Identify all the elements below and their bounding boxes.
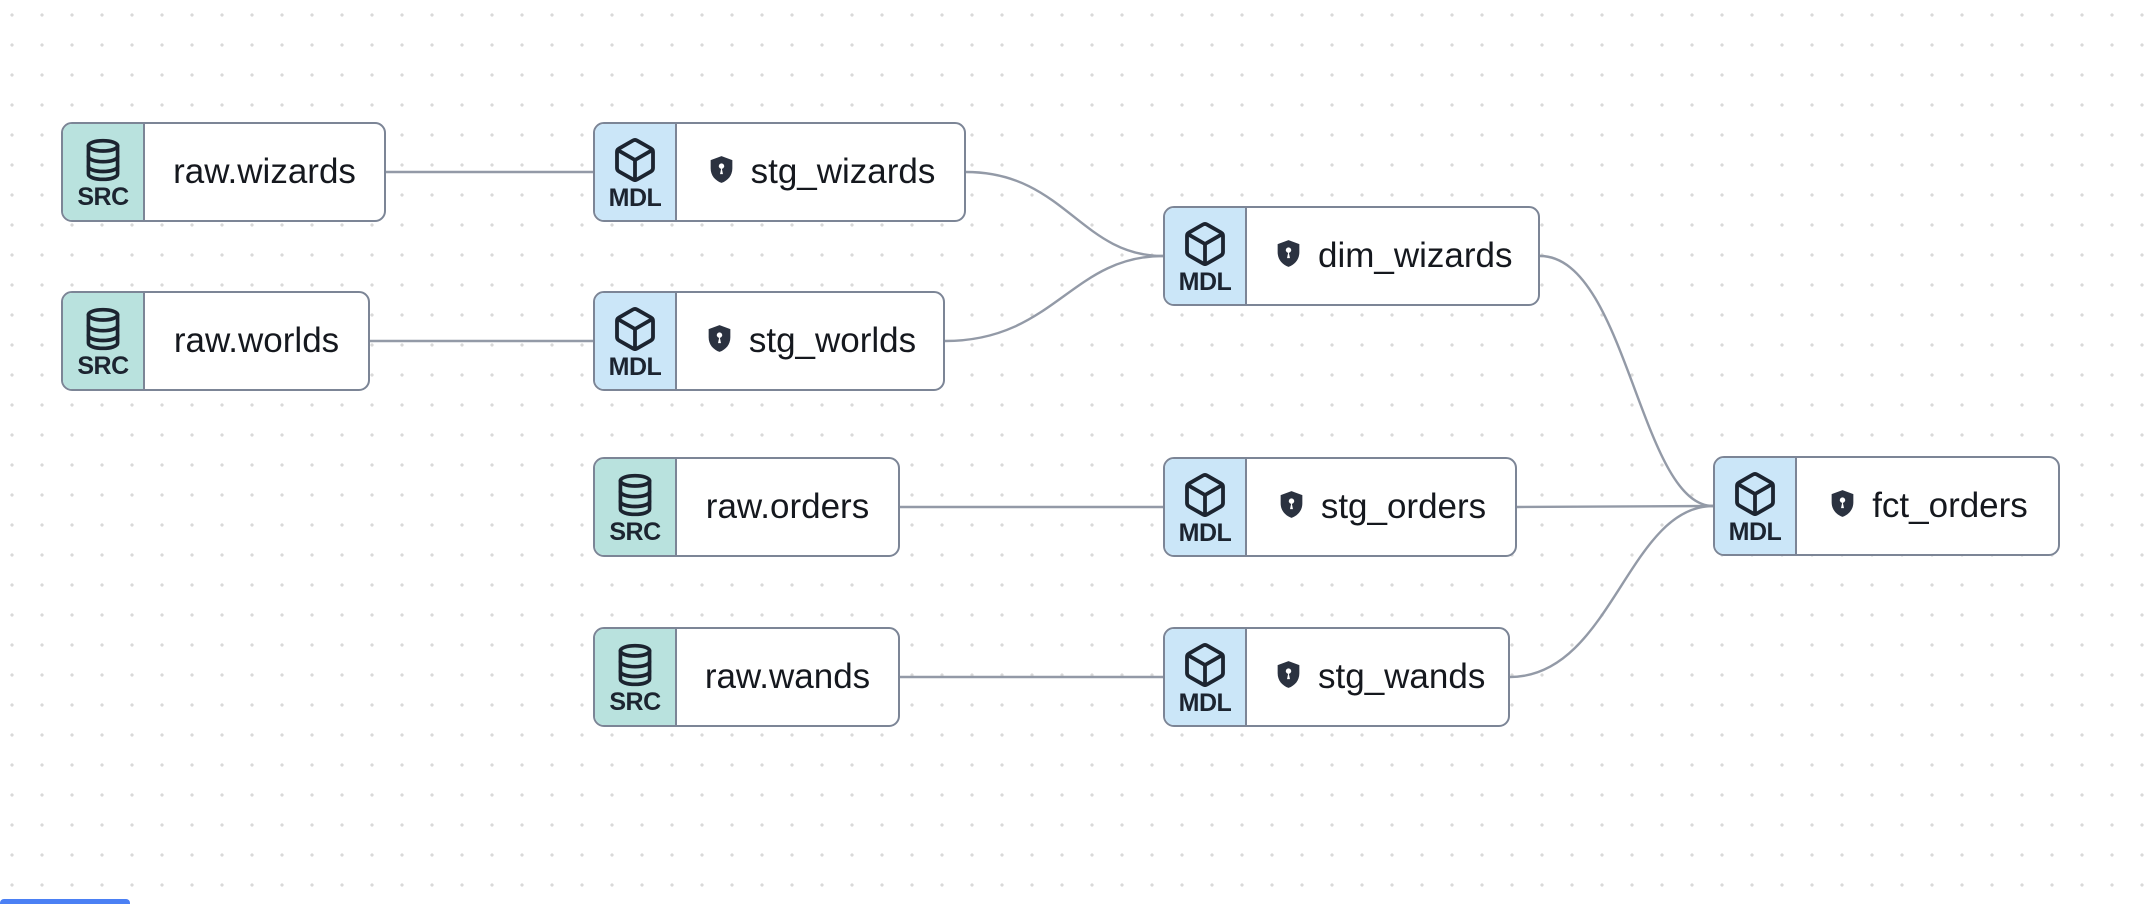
shield-lock-icon [706, 154, 737, 190]
node-title: stg_orders [1320, 487, 1487, 526]
node-title: fct_orders [1872, 486, 2028, 525]
node-title: raw.worlds [173, 321, 340, 360]
edge-dim_wizards-to-fct_orders [1538, 254, 1715, 508]
node-raw.worlds[interactable]: SRC raw.worlds [61, 291, 370, 391]
node-stg_worlds[interactable]: MDL stg_worlds [593, 291, 945, 391]
edge-stg_worlds-to-dim_wizards [943, 254, 1165, 343]
node-type-label: MDL [1178, 519, 1232, 548]
database-icon [80, 306, 126, 352]
node-type-label: SRC [609, 688, 661, 717]
node-type-label: MDL [1178, 268, 1232, 297]
cube-icon [1731, 470, 1779, 518]
node-title: stg_wands [1318, 657, 1486, 696]
shield-lock-icon [1273, 238, 1304, 274]
node-type-badge: MDL [595, 293, 677, 389]
database-icon [612, 642, 658, 688]
partial-node-top-edge[interactable] [0, 899, 130, 904]
node-dim_wizards[interactable]: MDL dim_wizards [1163, 206, 1540, 306]
edge-stg_wizards-to-dim_wizards [964, 170, 1165, 258]
node-title: stg_worlds [748, 321, 917, 360]
node-title: raw.wands [704, 657, 871, 696]
node-title: raw.wizards [173, 152, 356, 191]
cube-icon [1181, 641, 1229, 689]
node-type-label: MDL [608, 353, 662, 382]
database-icon [612, 472, 658, 518]
node-title: dim_wizards [1318, 236, 1513, 275]
cube-icon [611, 305, 659, 353]
edge-stg_orders-to-fct_orders [1515, 504, 1715, 509]
node-type-badge: MDL [1715, 458, 1797, 554]
edge-stg_wands-to-fct_orders [1508, 504, 1715, 679]
shield-lock-icon [1273, 659, 1304, 695]
node-type-label: MDL [608, 184, 662, 213]
node-type-badge: SRC [63, 124, 145, 220]
node-type-badge: MDL [1165, 208, 1247, 304]
shield-lock-icon [1827, 488, 1858, 524]
node-title: raw.orders [705, 487, 870, 526]
cube-icon [1181, 220, 1229, 268]
node-type-badge: SRC [595, 459, 677, 555]
node-type-badge: SRC [595, 629, 677, 725]
shield-lock-icon [704, 323, 735, 359]
node-type-label: SRC [77, 352, 129, 381]
node-type-badge: SRC [63, 293, 145, 389]
node-raw.wands[interactable]: SRC raw.wands [593, 627, 900, 727]
shield-lock-icon [1276, 489, 1307, 525]
node-type-label: SRC [609, 518, 661, 547]
node-type-label: MDL [1728, 518, 1782, 547]
node-type-badge: MDL [1165, 459, 1247, 555]
node-type-badge: MDL [1165, 629, 1247, 725]
node-type-label: SRC [77, 183, 129, 212]
database-icon [80, 137, 126, 183]
node-raw.wizards[interactable]: SRC raw.wizards [61, 122, 386, 222]
node-stg_orders[interactable]: MDL stg_orders [1163, 457, 1517, 557]
node-raw.orders[interactable]: SRC raw.orders [593, 457, 900, 557]
node-fct_orders[interactable]: MDL fct_orders [1713, 456, 2060, 556]
node-type-label: MDL [1178, 689, 1232, 718]
cube-icon [1181, 471, 1229, 519]
node-title: stg_wizards [750, 152, 936, 191]
node-stg_wands[interactable]: MDL stg_wands [1163, 627, 1510, 727]
node-type-badge: MDL [595, 124, 677, 220]
node-stg_wizards[interactable]: MDL stg_wizards [593, 122, 966, 222]
cube-icon [611, 136, 659, 184]
